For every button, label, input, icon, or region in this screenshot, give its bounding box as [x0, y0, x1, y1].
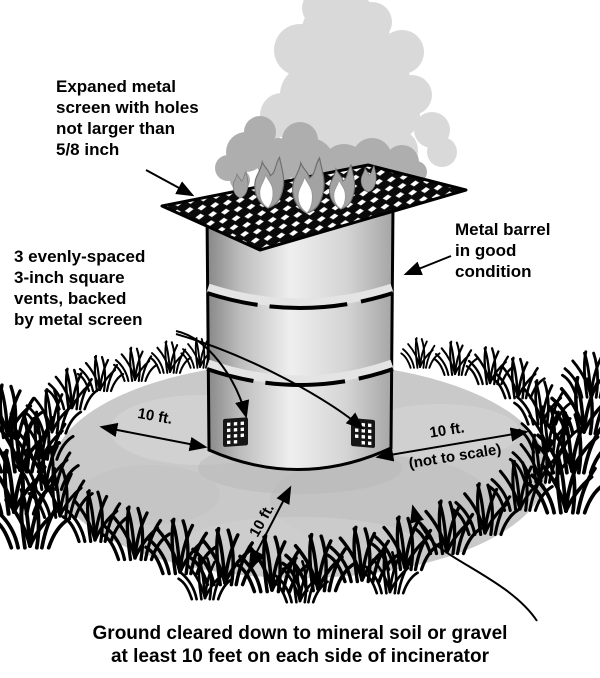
- ground-caption-line: Ground cleared down to mineral soil or g…: [92, 623, 508, 644]
- vents-label-line: by metal screen: [14, 310, 143, 329]
- vents-label-line: 3 evenly-spaced: [14, 247, 146, 266]
- barrel-label: Metal barrel in good condition: [455, 219, 550, 282]
- leader-arrow-barrel: [403, 255, 452, 276]
- screen-label-line: Expaned metal: [56, 77, 176, 96]
- screen-label: Expaned metal screen with holes not larg…: [56, 76, 199, 160]
- ground-caption-line: at least 10 feet on each side of inciner…: [110, 646, 489, 667]
- grass-tuft: [465, 346, 516, 386]
- arrows: [99, 169, 538, 622]
- leader-arrow-vent-left: [175, 330, 250, 419]
- leader-arrow-ground: [410, 504, 538, 622]
- barrel-label-line: Metal barrel: [455, 220, 551, 239]
- grass-tuft: [400, 337, 441, 369]
- flame: [232, 170, 249, 199]
- flame: [360, 164, 377, 193]
- distance-arrow-right: [375, 427, 529, 462]
- barrel-body: [207, 201, 393, 470]
- distance-arrow-left: [99, 422, 208, 452]
- flame: [292, 156, 325, 214]
- leader-arrow-vent-right: [175, 333, 365, 430]
- ground-caption: Ground cleared down to mineral soil or g…: [0, 622, 600, 668]
- barrel-rib-upper: [206, 283, 394, 310]
- screen-label-line: not larger than: [56, 119, 176, 138]
- metal-barrel: [205, 201, 395, 471]
- flame: [254, 155, 285, 209]
- flame: [329, 163, 356, 210]
- distance-arrow-front: [248, 485, 292, 568]
- flames: [232, 155, 377, 214]
- barrel-label-line: condition: [455, 262, 532, 281]
- grass-tuft: [560, 350, 600, 399]
- barrel-label-line: in good: [455, 241, 517, 260]
- vent-left: [223, 417, 248, 447]
- vents-label-line: 3-inch square: [14, 268, 125, 287]
- smoke-cloud-light: [244, 0, 457, 170]
- screen-label-line: screen with holes: [56, 98, 199, 117]
- screen-label-line: 5/8 inch: [56, 140, 120, 159]
- leader-arrow-screen: [145, 169, 195, 197]
- vents-label-line: vents, backed: [14, 289, 127, 308]
- vents-label: 3 evenly-spaced 3-inch square vents, bac…: [14, 246, 145, 330]
